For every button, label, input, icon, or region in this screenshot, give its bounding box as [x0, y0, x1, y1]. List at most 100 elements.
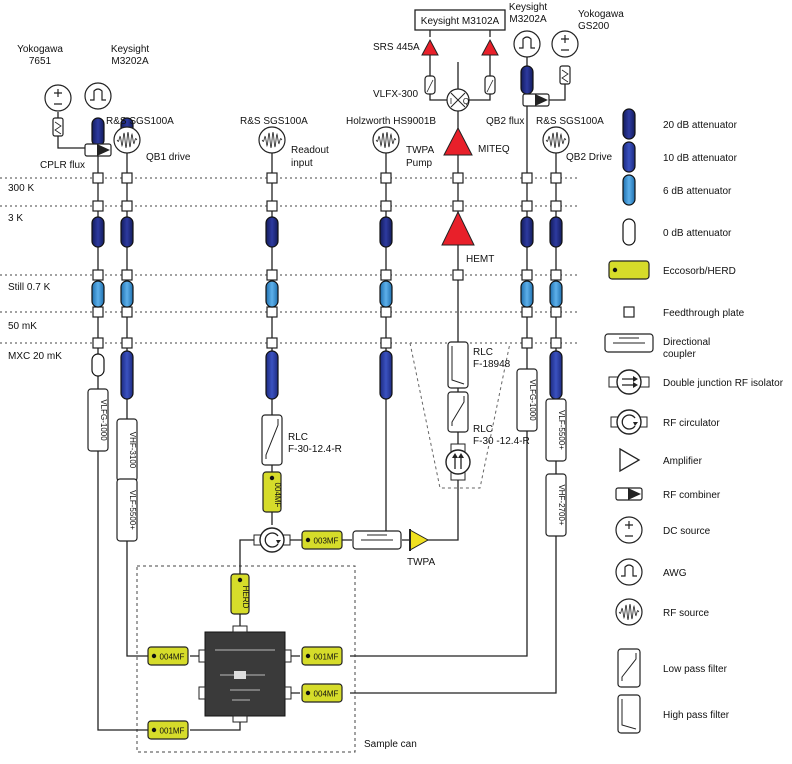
twpa-amplifier — [409, 529, 430, 551]
vlfg-left-label: VLFG-1000 — [99, 399, 108, 441]
feedthrough-plate — [521, 306, 533, 318]
legend-label-att6: 6 dB attenuator — [663, 186, 732, 197]
rlc-18948-hpf-glyph — [451, 346, 465, 385]
twpa-pump-label-2: Pump — [406, 158, 433, 169]
twpa-input-mark — [409, 529, 411, 551]
legend-label-coupler-l2: coupler — [663, 349, 696, 360]
iq-label-q: Q — [463, 97, 469, 106]
legend-label-att0: 0 dB attenuator — [663, 228, 732, 239]
legend-dc-icon — [615, 516, 643, 544]
legend-item-combiner: RF combiner — [615, 487, 721, 501]
att6-attenuator — [622, 174, 636, 206]
feedthrough-plate — [121, 269, 133, 281]
vlfx-label: VLFX-300 — [373, 89, 418, 100]
feedthrough-plate — [121, 337, 133, 349]
readout-input-label-1: Readout — [291, 145, 329, 156]
att10-attenuator — [549, 350, 563, 400]
iq-mixer-cross — [450, 92, 466, 108]
feedthrough-plate — [452, 269, 464, 281]
hemt-label: HEMT — [466, 254, 494, 265]
holzworth-label: Holzworth HS9001B — [346, 116, 436, 127]
att6-attenuator — [549, 280, 563, 308]
rlc-18948-label-1: RLC — [473, 347, 493, 358]
rf-source-qb1-wave — [116, 132, 138, 148]
herd-qb2drive-label: 004MF — [314, 690, 339, 699]
rlc-18948-label-2: F-18948 — [473, 359, 511, 370]
component-layer: VLFG-1000VHF-3100VLF-5500+VLFG-1000VLF-5… — [44, 9, 579, 740]
legend-item-herd: Eccosorb/HERD — [608, 260, 736, 280]
rs-qb1-label: R&S SGS100A — [106, 116, 174, 127]
herd-cplr-dot — [151, 727, 157, 733]
legend-item-isolator: Double junction RF isolator — [608, 369, 784, 395]
vlf-5500-left-box — [116, 478, 138, 542]
herd-out-dot — [305, 537, 311, 543]
rlc-out-lpf-glyph — [451, 396, 465, 426]
yoko7651-filter-glyph — [54, 121, 62, 135]
cplr-flux-label: CPLR flux — [40, 160, 85, 171]
feedthrough-plate — [380, 172, 392, 184]
dc-source-7651-sign — [54, 89, 62, 105]
gs200-label-2: GS200 — [578, 21, 610, 32]
miteq-amplifier — [443, 126, 473, 156]
stage-label-mxc: MXC 20 mK — [8, 351, 62, 362]
srs-amp-q — [481, 38, 499, 56]
feedthrough-plate — [266, 172, 278, 184]
chip-side-wires — [190, 655, 300, 731]
rlc-readout-lpf-glyph — [265, 419, 279, 459]
att20-attenuator — [379, 216, 393, 248]
herd-cplr-label: 001MF — [160, 727, 185, 736]
rs-readout-label: R&S SGS100A — [240, 116, 308, 127]
legend-label-ft: Feedthrough plate — [663, 308, 745, 319]
chip-port — [232, 625, 248, 633]
keysight-left-label-2: M3202A — [111, 56, 149, 67]
iq-label-i: I — [450, 97, 452, 106]
rlc-out-label-1: RLC — [473, 424, 493, 435]
vlfx-q — [484, 75, 496, 95]
legend-awg-icon — [615, 558, 643, 586]
legend-item-att10: 10 dB attenuator — [622, 141, 738, 173]
legend-label-coupler-l1: Directional — [663, 337, 710, 348]
legend-label-att20: 20 dB attenuator — [663, 120, 738, 131]
att6-attenuator — [520, 280, 534, 308]
herd-qb1-label: 004MF — [160, 653, 185, 662]
twpa-pump-label-1: TWPA — [406, 145, 434, 156]
feedthrough-plate — [266, 337, 278, 349]
legend-item-ft: Feedthrough plate — [623, 306, 745, 319]
herd-qb1-dot — [151, 653, 157, 659]
legend-circulator-icon — [616, 409, 642, 435]
rf-source-readout-wave — [261, 132, 283, 148]
chip-port — [198, 649, 206, 663]
qb2-drive-label: QB2 Drive — [566, 152, 613, 163]
legend-label-isolator: Double junction RF isolator — [663, 378, 784, 389]
herd-cplr — [147, 720, 189, 740]
legend-label-dc: DC source — [663, 526, 711, 537]
feedthrough-plate — [521, 269, 533, 281]
dc-source-gs200-sign — [561, 35, 569, 51]
chip-port — [284, 649, 292, 663]
legend-herd-icon-dot — [612, 267, 618, 273]
rs-qb2-label: R&S SGS100A — [536, 116, 604, 127]
att6-attenuator — [91, 280, 105, 308]
att6-attenuator — [265, 280, 279, 308]
sample-can-label: Sample can — [364, 739, 417, 750]
feedthrough-plate — [92, 269, 104, 281]
att20-attenuator — [91, 216, 105, 248]
vlfx-i — [424, 75, 436, 95]
rf-source-qb2-wave — [545, 132, 567, 148]
feedthrough-plate — [266, 200, 278, 212]
legend-dc-icon-sign — [625, 521, 633, 537]
att10-attenuator — [379, 350, 393, 400]
iq-wires — [429, 55, 491, 101]
feedthrough-plate — [550, 306, 562, 318]
att20-attenuator — [265, 216, 279, 248]
awg-left-pulse — [90, 88, 106, 101]
legend-coupler-icon-lines — [613, 337, 645, 344]
legend-label-combiner: RF combiner — [663, 490, 721, 501]
legend-isolator-lines — [622, 378, 635, 386]
herd-qb1 — [147, 646, 189, 666]
vlf-5500-right-label: VLF-5500+ — [557, 410, 566, 450]
legend-label-rf: RF source — [663, 608, 710, 619]
vlf-5500-left-label: VLF-5500+ — [128, 490, 137, 530]
rf-circulator — [259, 527, 285, 553]
